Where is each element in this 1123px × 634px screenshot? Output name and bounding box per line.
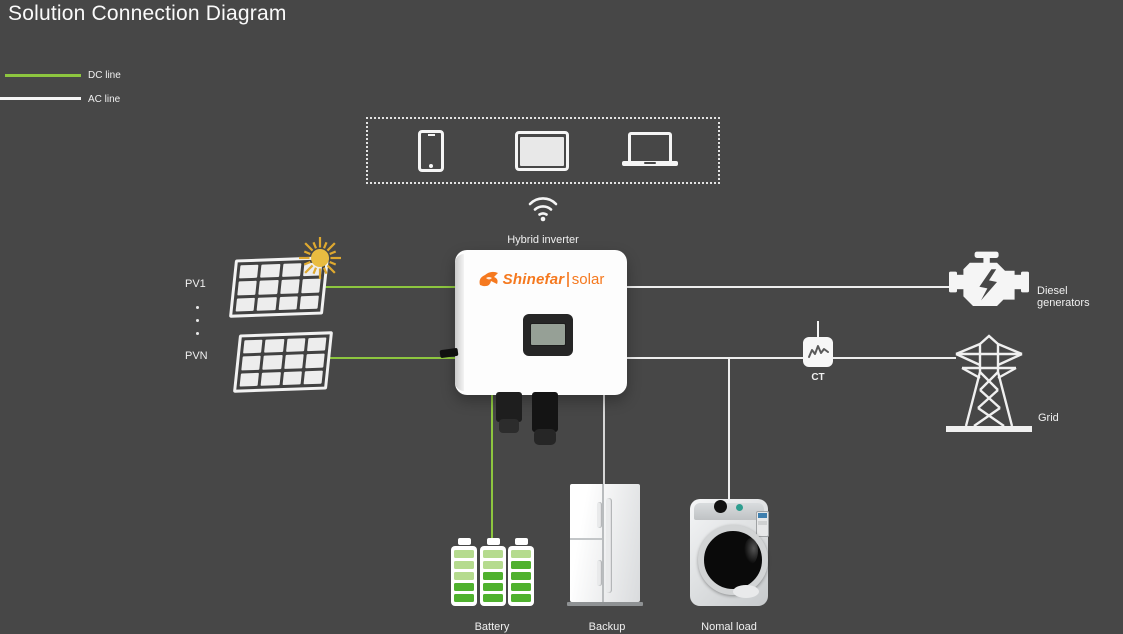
brand-suffix: solar — [571, 271, 605, 288]
refrigerator-handle — [596, 559, 602, 586]
ac-line-legend-label: AC line — [88, 94, 121, 105]
pv1-label: PV1 — [185, 278, 206, 290]
diesel-generators-label: Diesel generators — [1037, 285, 1090, 310]
smartphone-icon — [418, 130, 444, 172]
refrigerator-body — [570, 484, 640, 602]
washer-door — [698, 525, 768, 595]
ct-antenna — [817, 321, 819, 338]
ac-line-legend-swatch — [0, 97, 81, 100]
inverter-cable-gland-2-nut — [534, 429, 556, 445]
battery-icon — [508, 538, 534, 606]
washer-badge — [733, 585, 759, 598]
monitoring-devices-box — [366, 117, 720, 184]
lion-icon — [479, 271, 498, 287]
battery-terminal — [514, 538, 528, 545]
tablet-screen — [520, 137, 564, 166]
brand-divider — [567, 272, 569, 287]
ct-label: CT — [811, 372, 825, 383]
pvn-dc-line — [318, 357, 456, 359]
sun-icon — [298, 236, 342, 280]
refrigerator-door-divider — [601, 484, 604, 602]
battery-terminal — [457, 538, 471, 545]
diesel-ac-line — [627, 286, 952, 288]
washing-machine-icon — [690, 499, 769, 606]
battery-body — [451, 546, 477, 606]
battery-terminal — [486, 538, 500, 545]
hybrid-inverter: Shinefar solar — [455, 250, 627, 395]
brand-name: Shinefar — [502, 271, 565, 288]
diesel-generator-icon — [948, 250, 1030, 314]
pv-ellipsis-dot — [196, 332, 199, 335]
pvn-solar-panel-icon — [232, 331, 334, 393]
tablet-icon — [515, 131, 569, 171]
washer-control-panel — [694, 503, 764, 520]
battery-icon — [480, 538, 506, 606]
washer-button — [736, 504, 743, 511]
battery-dc-line — [491, 394, 493, 538]
refrigerator-handle — [596, 502, 602, 528]
refrigerator-base — [567, 602, 643, 606]
laptop-base — [622, 161, 678, 166]
battery-label: Battery — [474, 621, 510, 633]
battery-icon — [451, 538, 477, 606]
normal-load-label: Nomal load — [701, 621, 757, 633]
refrigerator-freezer-divider — [570, 537, 602, 540]
page-title: Solution Connection Diagram — [8, 2, 287, 25]
refrigerator-handle — [606, 498, 613, 594]
pv-ellipsis-dot — [196, 319, 199, 322]
wifi-icon — [525, 192, 561, 222]
laptop-icon — [622, 132, 678, 168]
inverter-screen — [530, 323, 566, 346]
grid-ac-line — [627, 357, 956, 359]
normal-load-ac-line — [728, 358, 730, 500]
dc-line-legend-label: DC line — [88, 70, 121, 81]
brand-logo: Shinefar solar — [455, 270, 627, 289]
inverter-cable-gland-1 — [496, 392, 522, 422]
ct-sensor-icon — [803, 337, 833, 367]
grid-label: Grid — [1038, 412, 1059, 424]
inverter-display — [523, 314, 573, 356]
inverter-cable-gland-2 — [532, 392, 558, 432]
dc-line-legend-swatch — [5, 74, 81, 77]
hybrid-inverter-label: Hybrid inverter — [507, 234, 579, 246]
battery-body — [508, 546, 534, 606]
refrigerator-icon — [567, 484, 643, 606]
washer-detergent-drawer — [756, 511, 769, 537]
washer-knob — [714, 500, 727, 513]
pv1-dc-line — [316, 286, 456, 288]
backup-ac-line — [603, 394, 605, 484]
pvn-label: PVN — [185, 350, 208, 362]
laptop-screen — [628, 132, 672, 164]
backup-label: Backup — [588, 621, 626, 633]
grid-tower-icon — [944, 332, 1034, 434]
pv-ellipsis-dot — [196, 306, 199, 309]
inverter-cable-gland-1-nut — [499, 419, 519, 433]
battery-body — [480, 546, 506, 606]
